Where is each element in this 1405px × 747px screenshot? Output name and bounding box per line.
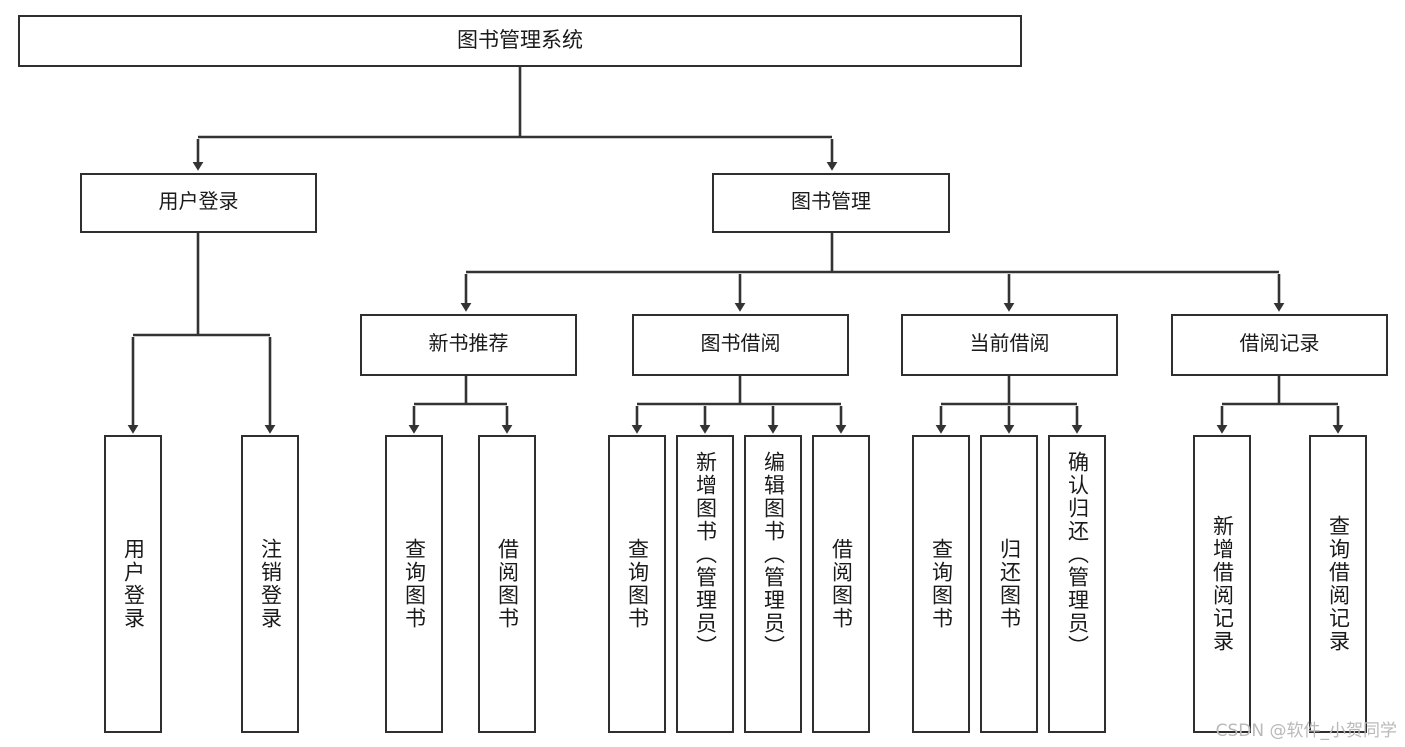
node-leaf-add-book-label: 新增图书（管理员）: [693, 451, 717, 658]
node-leaf-borrow-book-rec[interactable]: 借阅图书: [478, 435, 536, 733]
node-book-borrow[interactable]: 图书借阅: [632, 314, 849, 376]
node-leaf-add-book[interactable]: 新增图书（管理员）: [676, 435, 734, 733]
node-leaf-confirm-return-label: 确认归还（管理员）: [1065, 451, 1089, 658]
node-leaf-borrow-book-rec-label: 借阅图书: [495, 538, 519, 630]
node-leaf-return-book[interactable]: 归还图书: [980, 435, 1038, 733]
node-book-borrow-label: 图书借阅: [700, 333, 781, 356]
csdn-watermark: CSDN @软件_小贺同学: [1215, 721, 1397, 741]
node-leaf-query-book-borrow-label: 查询图书: [625, 538, 649, 630]
node-leaf-confirm-return[interactable]: 确认归还（管理员）: [1048, 435, 1106, 733]
node-leaf-add-record-label: 新增借阅记录: [1210, 515, 1234, 653]
node-leaf-user-login-label: 用户登录: [121, 538, 145, 630]
node-borrow-record[interactable]: 借阅记录: [1171, 314, 1388, 376]
node-leaf-borrow-book-label: 借阅图书: [829, 538, 853, 630]
node-borrow-record-label: 借阅记录: [1239, 333, 1320, 356]
node-leaf-add-record[interactable]: 新增借阅记录: [1193, 435, 1251, 733]
node-leaf-query-book-rec-label: 查询图书: [402, 538, 426, 630]
node-current-borrow-label: 当前借阅: [969, 333, 1050, 356]
node-book-manage[interactable]: 图书管理: [712, 173, 950, 233]
node-leaf-query-book-rec[interactable]: 查询图书: [385, 435, 443, 733]
node-leaf-query-book-borrow[interactable]: 查询图书: [608, 435, 666, 733]
node-new-book-rec[interactable]: 新书推荐: [360, 314, 577, 376]
node-leaf-return-book-label: 归还图书: [997, 538, 1021, 630]
node-leaf-borrow-book[interactable]: 借阅图书: [812, 435, 870, 733]
node-current-borrow[interactable]: 当前借阅: [901, 314, 1118, 376]
node-root[interactable]: 图书管理系统: [18, 15, 1022, 67]
node-leaf-query-record[interactable]: 查询借阅记录: [1309, 435, 1367, 733]
node-user-login[interactable]: 用户登录: [80, 173, 317, 233]
node-root-label: 图书管理系统: [457, 28, 583, 52]
node-leaf-query-book-cur-label: 查询图书: [929, 538, 953, 630]
node-book-manage-label: 图书管理: [791, 191, 871, 214]
node-leaf-edit-book-label: 编辑图书（管理员）: [761, 451, 785, 658]
node-leaf-logout[interactable]: 注销登录: [241, 435, 299, 733]
node-leaf-edit-book[interactable]: 编辑图书（管理员）: [744, 435, 802, 733]
node-leaf-query-record-label: 查询借阅记录: [1326, 515, 1350, 653]
node-leaf-logout-label: 注销登录: [258, 538, 282, 630]
node-new-book-rec-label: 新书推荐: [428, 333, 509, 356]
node-leaf-query-book-cur[interactable]: 查询图书: [912, 435, 970, 733]
node-user-login-label: 用户登录: [158, 191, 239, 214]
node-leaf-user-login[interactable]: 用户登录: [104, 435, 162, 733]
